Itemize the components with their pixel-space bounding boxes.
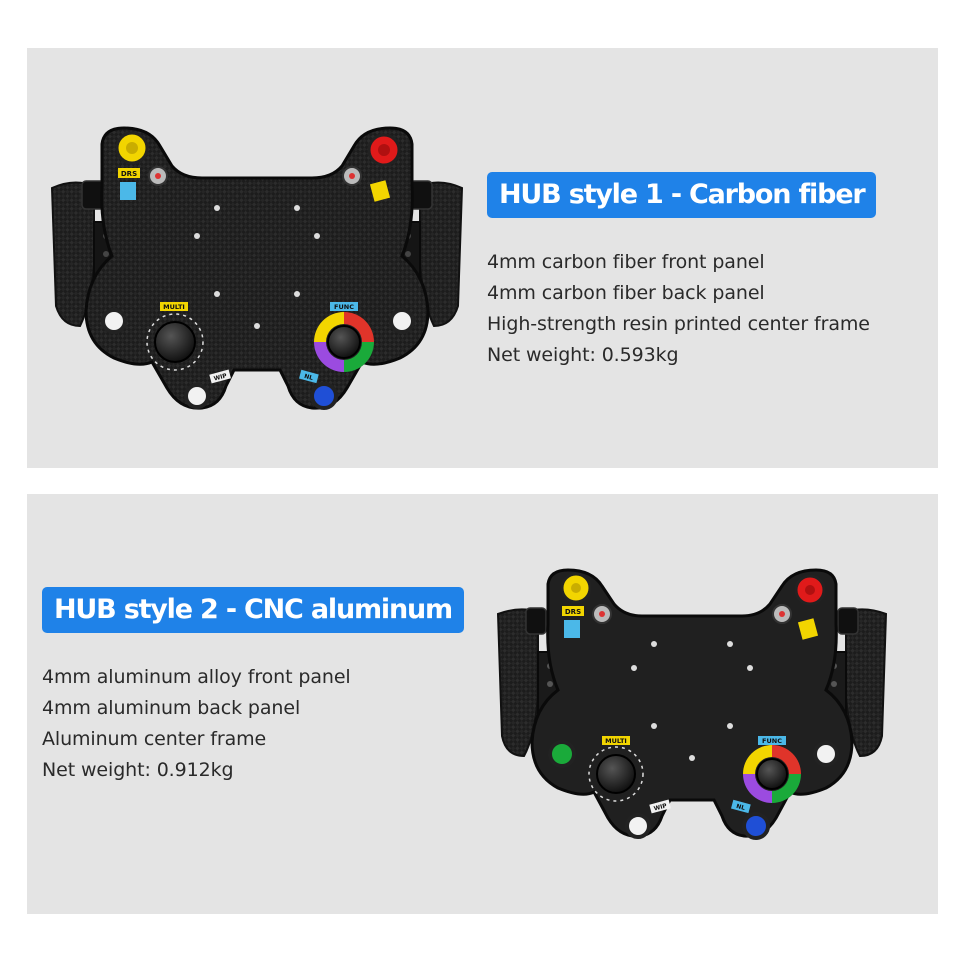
spec-item: 4mm carbon fiber front panel [487,251,765,273]
white-button-left [101,308,127,334]
section-1-spec-list: 4mm carbon fiber front panel 4mm carbon … [487,247,870,371]
multi-label: MULTI [605,737,627,745]
blue-button [742,812,770,840]
section-carbon-fiber: DRS MULTI FUNC WIP NL HUB style 1 - Carb… [27,48,938,468]
section-cnc-aluminum: HUB style 2 - CNC aluminum 4mm aluminum … [27,494,938,914]
wip-label: WIP [653,802,668,812]
func-label: FUNC [762,737,782,745]
spec-item: Aluminum center frame [42,728,267,750]
spec-item: 4mm aluminum alloy front panel [42,666,351,688]
nl-label: NL [735,803,746,812]
wip-label: WIP [213,372,228,382]
section-2-spec-list: 4mm aluminum alloy front panel 4mm alumi… [42,662,351,786]
section-1-title: HUB style 1 - Carbon fiber [487,172,877,218]
func-label: FUNC [334,303,354,311]
green-button [548,740,576,768]
spec-item: 4mm carbon fiber back panel [487,282,765,304]
func-rotary-knob [756,758,788,790]
multi-rotary-knob [596,754,636,794]
func-rotary-knob [327,325,361,359]
carbon-fiber-steering-wheel-image: DRS MULTI FUNC WIP NL [50,126,464,410]
multi-label: MULTI [163,303,185,311]
white-button-bottom [625,813,651,839]
spec-item: Net weight: 0.593kg [487,344,679,366]
white-button-right [813,741,839,767]
nl-label: NL [303,373,314,382]
multi-rotary-knob [154,321,196,363]
section-2-title: HUB style 2 - CNC aluminum [42,587,464,633]
spec-item: High-strength resin printed center frame [487,313,870,335]
white-button-right [389,308,415,334]
white-button-bottom [184,383,210,409]
aluminum-steering-wheel-image: DRS MULTI FUNC WIP NL [496,568,888,840]
spec-item: Net weight: 0.912kg [42,759,234,781]
spec-item: 4mm aluminum back panel [42,697,301,719]
blue-button [310,382,338,410]
drs-label: DRS [565,608,581,616]
drs-label: DRS [121,170,137,178]
